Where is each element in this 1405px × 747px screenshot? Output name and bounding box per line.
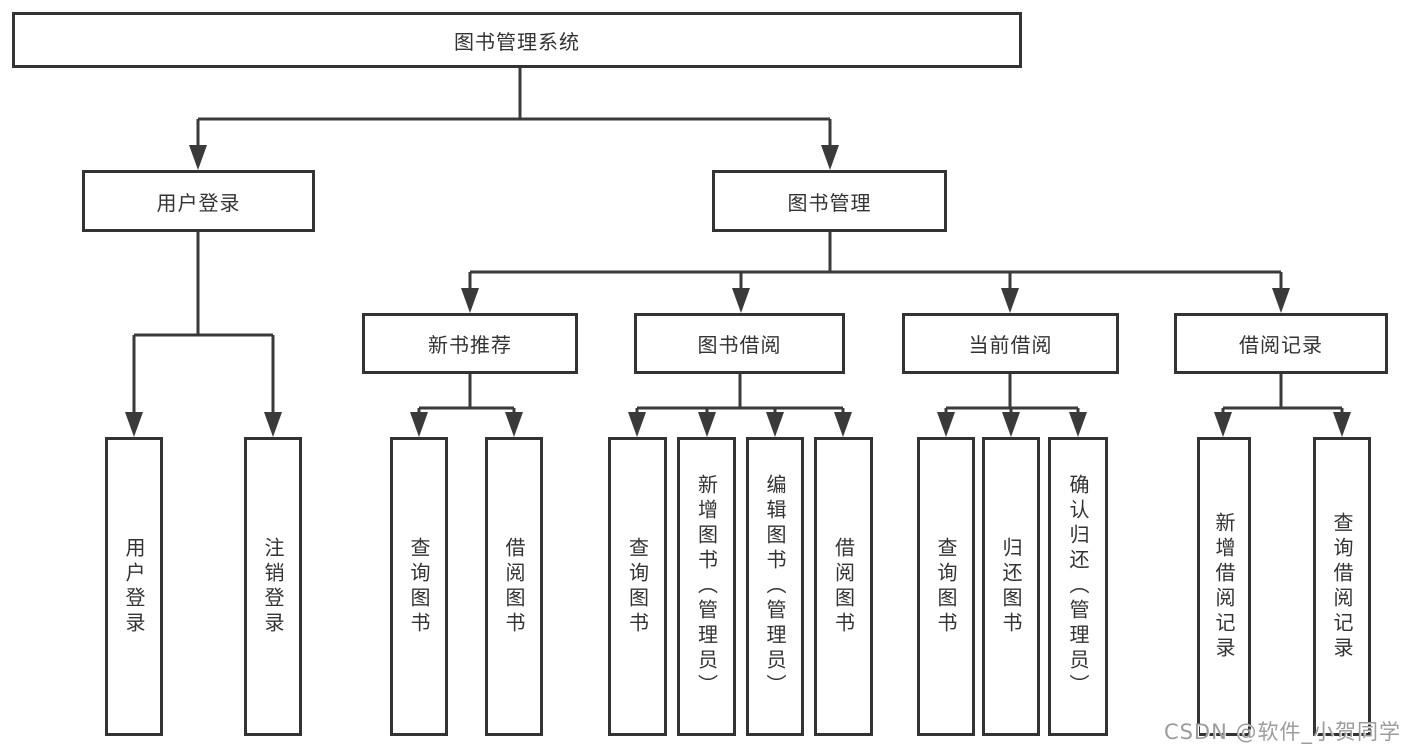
connector-root-to-level2 xyxy=(196,68,832,147)
leaf-query-books-current: 查询图书 xyxy=(917,437,975,736)
leaf-logout: 注销登录 xyxy=(244,437,302,736)
arrowhead xyxy=(834,412,852,437)
arrowhead xyxy=(821,145,839,170)
arrowhead xyxy=(1272,288,1290,313)
leaf-add-book-admin: 新增图书（管理员） xyxy=(677,437,736,736)
node-borrow-records: 借阅记录 xyxy=(1174,313,1388,374)
arrowhead xyxy=(461,288,479,313)
node-library-management-system: 图书管理系统 xyxy=(12,12,1022,68)
watermark: CSDN @软件_小贺同学 xyxy=(1163,720,1401,744)
connector-records-to-leaves xyxy=(1221,374,1344,414)
leaf-borrow-books-recommend: 借阅图书 xyxy=(485,437,543,736)
arrowhead xyxy=(732,288,750,313)
node-book-management: 图书管理 xyxy=(712,170,947,232)
arrowhead xyxy=(628,412,646,437)
node-current-borrowing: 当前借阅 xyxy=(902,313,1119,374)
leaf-return-books: 归还图书 xyxy=(982,437,1040,736)
node-new-book-recommendation: 新书推荐 xyxy=(362,313,578,374)
connector-borrowing-to-leaves xyxy=(635,374,845,414)
leaf-borrow-books-borrowing: 借阅图书 xyxy=(814,437,873,736)
arrowhead xyxy=(1001,288,1019,313)
connector-recommend-to-leaves xyxy=(417,374,516,414)
leaf-user-login: 用户登录 xyxy=(105,437,163,736)
leaf-confirm-return-admin: 确认归还（管理员） xyxy=(1048,437,1108,736)
arrowhead xyxy=(125,412,143,437)
leaf-edit-book-admin: 编辑图书（管理员） xyxy=(746,437,804,736)
leaf-query-borrow-record: 查询借阅记录 xyxy=(1313,437,1371,736)
arrowhead xyxy=(1214,412,1232,437)
arrowhead xyxy=(505,412,523,437)
arrowhead xyxy=(1002,412,1020,437)
arrowhead xyxy=(1069,412,1087,437)
arrowhead xyxy=(766,412,784,437)
arrowhead xyxy=(189,145,207,170)
arrowhead xyxy=(264,412,282,437)
node-book-borrowing: 图书借阅 xyxy=(634,313,845,374)
arrowhead xyxy=(698,412,716,437)
leaf-query-books-recommend: 查询图书 xyxy=(390,437,448,736)
arrowhead xyxy=(1333,412,1351,437)
connector-current-to-leaves xyxy=(944,374,1080,414)
arrowhead xyxy=(937,412,955,437)
leaf-query-books-borrowing: 查询图书 xyxy=(608,437,667,736)
leaf-add-borrow-record: 新增借阅记录 xyxy=(1197,437,1251,736)
connector-management-to-groups xyxy=(468,232,1283,290)
node-user-login: 用户登录 xyxy=(82,170,315,232)
arrowhead xyxy=(410,412,428,437)
connector-login-to-leaves xyxy=(132,232,275,414)
